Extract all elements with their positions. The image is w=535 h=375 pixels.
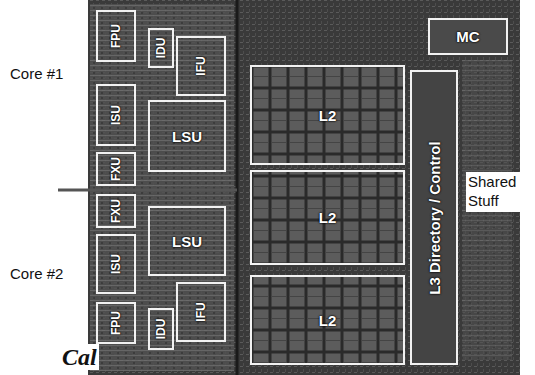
- unit-label: L2: [319, 209, 337, 226]
- unit-label: IFU: [194, 56, 208, 75]
- sram-array: [252, 277, 403, 363]
- divider-line: [58, 189, 237, 192]
- unit-box: LSU: [148, 206, 226, 276]
- region-label: Core #2: [8, 264, 65, 285]
- unit-label: FXU: [109, 157, 123, 181]
- sram-array: [252, 172, 403, 263]
- unit-label: FPU: [109, 24, 123, 48]
- unit-box: ISU: [96, 84, 136, 146]
- unit-box: FXU: [96, 152, 136, 186]
- divider-line: [236, 0, 239, 375]
- unit-label: FXU: [109, 199, 123, 223]
- unit-label: L2: [319, 312, 337, 329]
- unit-label: L3 Directory / Control: [426, 141, 443, 294]
- unit-box: MC: [428, 18, 508, 55]
- unit-box: L3 Directory / Control: [410, 70, 458, 365]
- unit-box: IFU: [176, 282, 226, 342]
- region-label: Shared Stuff: [466, 172, 532, 212]
- l3-area: [412, 72, 456, 363]
- logo-text: Cal: [60, 344, 99, 370]
- unit-box: IDU: [148, 308, 174, 350]
- unit-box: IDU: [148, 28, 174, 68]
- mc-area: [430, 20, 506, 53]
- die-ground: [88, 0, 520, 375]
- unit-box: L2: [250, 65, 405, 165]
- unit-label: FPU: [109, 311, 123, 335]
- unit-box: LSU: [148, 100, 226, 172]
- unit-box: FPU: [96, 10, 136, 62]
- unit-label: LSU: [172, 233, 202, 250]
- unit-label: ISU: [109, 105, 123, 125]
- unit-box: ISU: [96, 234, 136, 294]
- unit-box: L2: [250, 275, 405, 365]
- unit-box: L2: [250, 170, 405, 265]
- unit-label: IDU: [154, 38, 168, 59]
- sram-array: [252, 67, 403, 163]
- unit-box: FPU: [96, 302, 136, 344]
- unit-label: MC: [456, 28, 479, 45]
- unit-box: FXU: [96, 194, 136, 228]
- unit-label: LSU: [172, 128, 202, 145]
- unit-label: ISU: [109, 254, 123, 274]
- core-logic: [90, 4, 234, 371]
- unit-label: L2: [319, 107, 337, 124]
- unit-label: IDU: [154, 319, 168, 340]
- region-label: Core #1: [8, 64, 65, 85]
- unit-label: IFU: [194, 302, 208, 321]
- unit-box: IFU: [176, 36, 226, 96]
